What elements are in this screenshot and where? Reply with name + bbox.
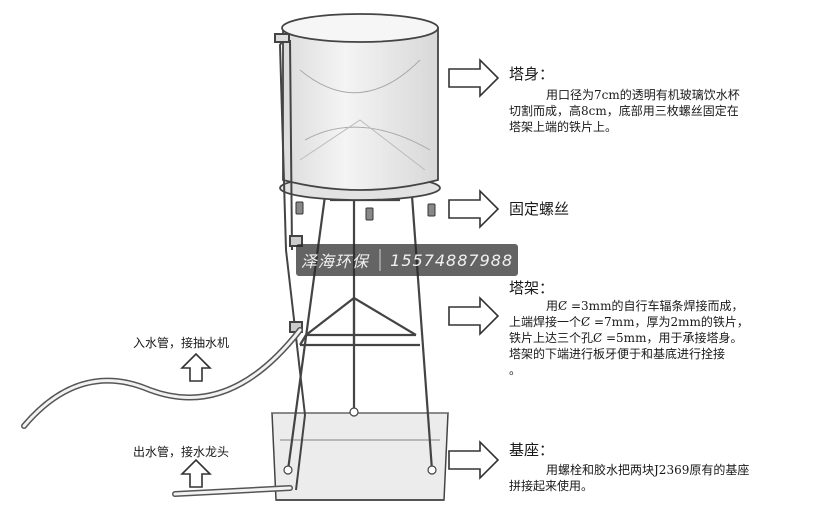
inlet-pipe-label: 入水管，接抽水机 xyxy=(133,336,230,350)
tower-body-line-3: 塔架上端的铁片上。 xyxy=(509,120,618,134)
arrow-base xyxy=(448,440,500,480)
arrow-inlet-up xyxy=(180,352,212,382)
inlet-hose-inner xyxy=(22,328,302,428)
tower-frame-title: 塔架： xyxy=(509,279,555,297)
tower-body-title: 塔身： xyxy=(509,65,555,83)
frame-joints xyxy=(283,407,437,475)
base-block xyxy=(271,412,449,501)
tower-frame-line-1: 用Ȼ =3mm的自行车辐条焊接而成， xyxy=(546,299,744,313)
outlet-hose-inner xyxy=(173,486,292,496)
tower-frame-line-3: 铁片上达三个孔Ȼ =5mm，用于承接塔身。 xyxy=(509,331,743,345)
side-pipe xyxy=(274,33,307,491)
fixing-screws-title: 固定螺丝 xyxy=(509,200,570,218)
arrow-fixing-screws xyxy=(448,189,500,229)
tower-body-line-1: 用口径为7cm的透明有机玻璃饮水杯 xyxy=(546,88,740,102)
watermark-company: 泽海环保 xyxy=(300,252,369,271)
tower-frame-line-4: 塔架的下端进行板牙便于和基底进行拴接 xyxy=(509,347,726,361)
base-line-2: 拼接起来使用。 xyxy=(509,479,594,493)
arrow-tower-body xyxy=(448,58,500,98)
watermark-banner: 泽海环保 15574887988 xyxy=(296,244,518,276)
tower-body-cup xyxy=(281,13,439,191)
watermark-phone: 15574887988 xyxy=(390,250,514,270)
base-line-1: 用螺栓和胶水把两块J2369原有的基座 xyxy=(546,463,750,477)
arrow-outlet-up xyxy=(180,458,212,488)
tower-frame xyxy=(286,195,434,471)
outlet-pipe-label: 出水管，接水龙头 xyxy=(133,445,230,459)
watermark-divider xyxy=(378,249,381,271)
fixing-screws xyxy=(295,201,436,221)
tower-frame-line-5: 。 xyxy=(509,363,522,377)
tower-frame-line-2: 上端焊接一个Ȼ =7mm，厚为2mm的铁片， xyxy=(509,315,749,329)
base-title: 基座： xyxy=(509,441,555,459)
arrow-tower-frame xyxy=(448,296,500,336)
tower-body-line-2: 切割而成，高8cm，底部用三枚螺丝固定在 xyxy=(509,104,739,118)
